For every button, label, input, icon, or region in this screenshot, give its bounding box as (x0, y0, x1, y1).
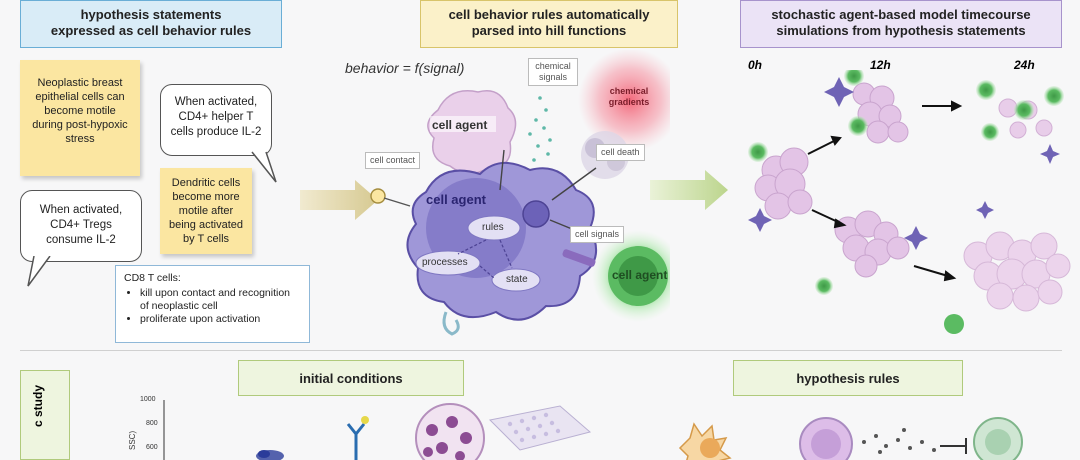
antibody (346, 423, 366, 460)
side-label: c study (31, 384, 45, 427)
microscopy-well (415, 403, 485, 460)
cell-death-tag: cell death (596, 144, 645, 161)
flow-scatter (256, 450, 284, 460)
contact-receptor (370, 188, 386, 204)
rules-node (467, 215, 521, 241)
bubble-tail (27, 256, 51, 287)
tumor-cluster-12h-b (834, 210, 910, 278)
header-line-1: hypothesis statements (80, 7, 222, 22)
sticky-note-dendritic: Dendritic cells become more motile after… (160, 168, 252, 254)
chemical-signals-tag: chemical signals (528, 58, 578, 86)
header-simulations: stochastic agent-based model timecourse … (740, 0, 1062, 48)
cell-agent-main-label: cell agent (426, 192, 486, 207)
tumor-cluster-12h (852, 82, 909, 144)
arrow-right-2 (650, 170, 728, 210)
bottom-illustrations (163, 400, 1023, 460)
chemical-gradients-tag: chemical gradients (608, 86, 650, 107)
header-hypothesis-rules: hypothesis rules (733, 360, 963, 396)
axis-label: SSC) (128, 430, 137, 450)
side-label-box: c study (20, 370, 70, 460)
state-node (491, 268, 541, 292)
cd8-title: CD8 T cells: (124, 272, 181, 284)
timepoint-0h: 0h (748, 58, 763, 72)
pink-cell-agent (427, 90, 517, 175)
speech-bubble-tregs: When activated, CD4+ Tregs consume IL-2 (20, 190, 142, 262)
dendritic-cell (748, 208, 772, 232)
header-line-2: expressed as cell behavior rules (50, 23, 252, 38)
cd8-rules-box: CD8 T cells: kill upon contact and recog… (115, 265, 310, 343)
axis-tick: 1000 (140, 396, 156, 403)
bubble-tail (251, 151, 277, 183)
processes-node (415, 250, 481, 276)
t-cell (748, 142, 768, 162)
header-behavior-rules: cell behavior rules automatically parsed… (420, 0, 678, 48)
chemical-gradient-glow (578, 50, 670, 152)
sticky-note-breast: Neoplastic breast epithelial cells can b… (20, 60, 140, 176)
cell-agent-top-label: cell agent (432, 118, 488, 132)
cd8-item: kill upon contact and recognition of neo… (140, 287, 301, 313)
tumor-cluster-24h-b (963, 231, 1071, 312)
timepoint-12h: 12h (870, 58, 891, 72)
cell-contact-tag: cell contact (365, 152, 421, 169)
tumor-cluster-0h (754, 147, 813, 220)
section-divider (20, 350, 1062, 351)
bottom-receptor (442, 311, 460, 336)
header-hypothesis-statements: hypothesis statements expressed as cell … (20, 0, 282, 48)
il2-dots (862, 428, 936, 454)
header-line-1: cell behavior rules automatically (448, 7, 650, 22)
state-label: state (506, 274, 528, 285)
header-initial-conditions: initial conditions (238, 360, 464, 396)
timepoint-24h: 24h (1014, 58, 1035, 72)
microscopy-cells (423, 416, 472, 460)
processes-label: processes (422, 257, 468, 268)
axis-tick: 600 (146, 444, 158, 451)
chemical-signal-dots (528, 96, 552, 162)
header-line-2: parsed into hill functions (471, 23, 627, 38)
rules-label: rules (482, 222, 504, 233)
cell-agent-right-label: cell agent (612, 268, 668, 282)
header-line-2: simulations from hypothesis statements (776, 23, 1026, 38)
cd8-list: kill upon contact and recognition of neo… (124, 287, 301, 326)
axis-tick: 800 (146, 420, 158, 427)
timecourse-illustration (748, 70, 1071, 334)
arrow-right-1 (300, 180, 378, 220)
formula-label: behavior = f(signal) (345, 60, 465, 76)
header-line-1: stochastic agent-based model timecourse (771, 7, 1031, 22)
speech-bubble-cd4-helper: When activated, CD4+ helper T cells prod… (160, 84, 272, 156)
receptor (562, 249, 596, 267)
cell-signals-tag: cell signals (570, 226, 625, 243)
cd8-item: proliferate upon activation (140, 313, 301, 326)
vesicle (522, 200, 550, 228)
well-plate (488, 405, 592, 451)
